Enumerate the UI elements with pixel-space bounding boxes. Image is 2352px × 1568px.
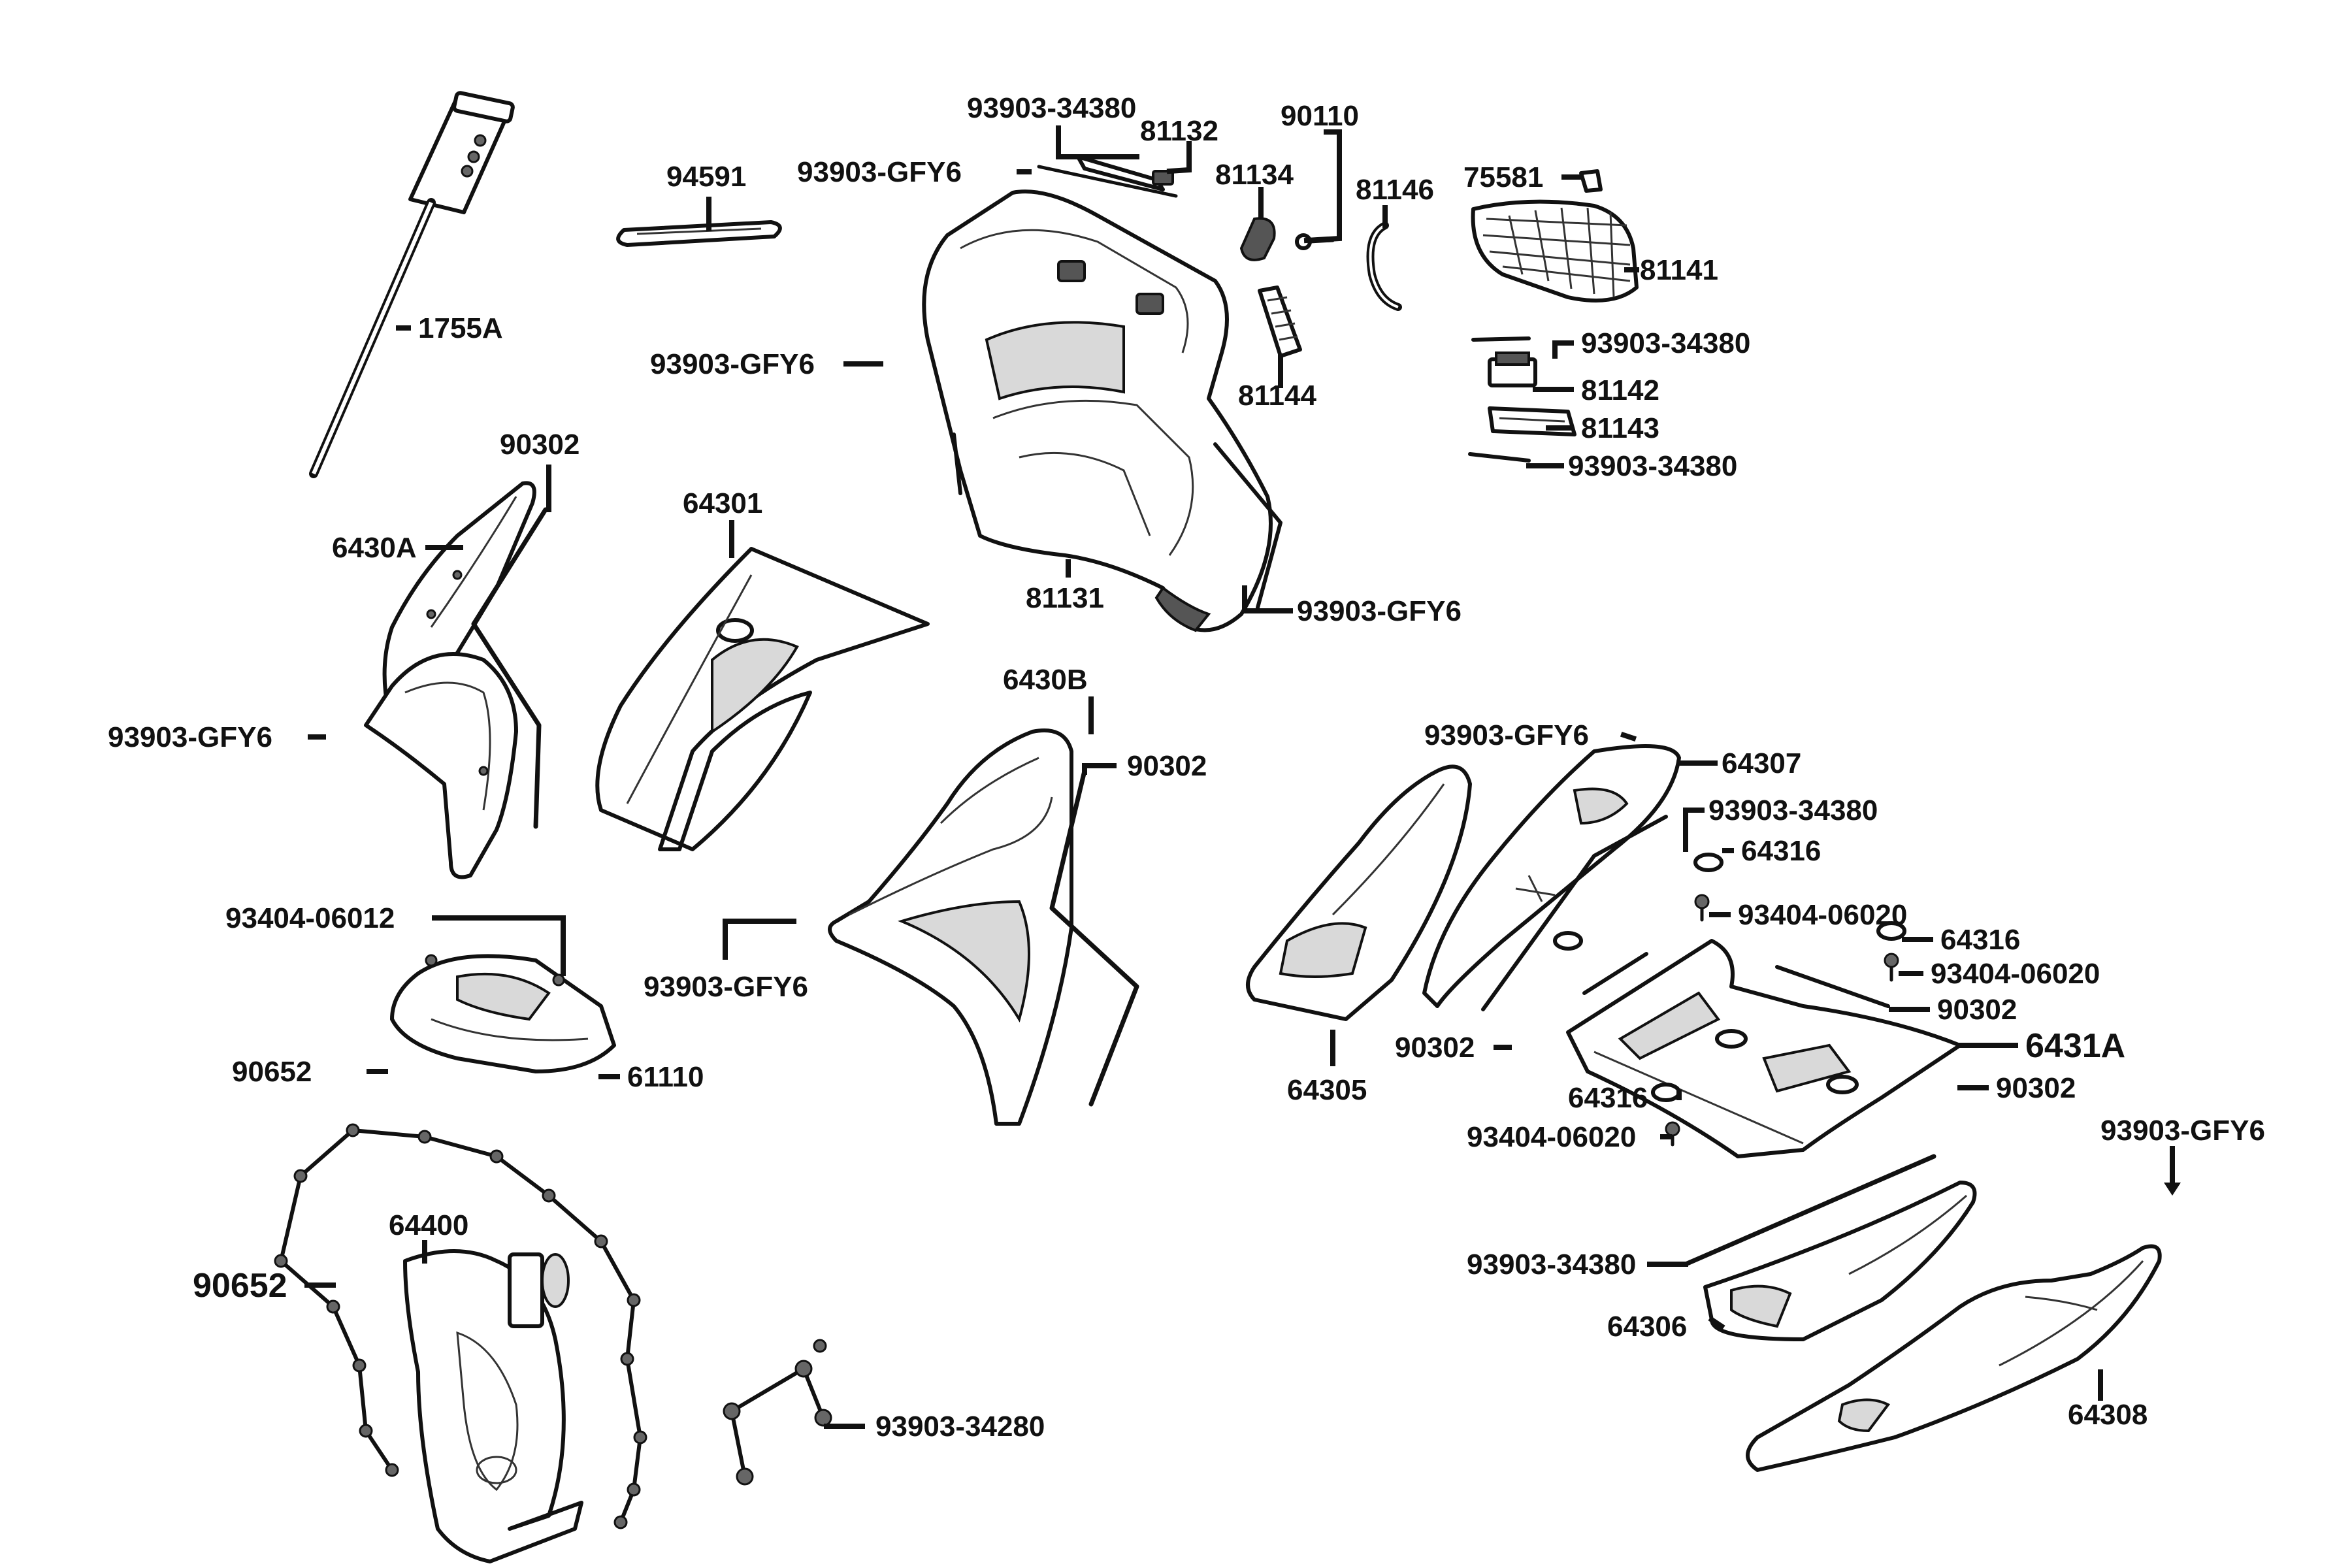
label-64306: 64306 xyxy=(1607,1311,1687,1343)
part-labels: 93903-34380 81132 90110 94591 93903-GFY6… xyxy=(108,92,2265,1443)
label-64316-c: 64316 xyxy=(1568,1082,1648,1114)
label-1755a: 1755A xyxy=(418,312,503,344)
label-81146: 81146 xyxy=(1356,174,1434,206)
label-93903-34380-64306: 93903-34380 xyxy=(1467,1249,1636,1281)
label-90302-a: 90302 xyxy=(500,429,580,461)
part-94591 xyxy=(616,220,782,247)
leader-lines xyxy=(304,125,2175,1429)
part-61110 xyxy=(390,954,616,1073)
label-64301: 64301 xyxy=(683,487,762,519)
part-64306 xyxy=(1703,1181,1977,1341)
label-93903-34280: 93903-34280 xyxy=(875,1411,1045,1443)
label-93903-gfy6-top: 93903-GFY6 xyxy=(797,156,962,188)
label-64400: 64400 xyxy=(389,1209,468,1241)
label-90302-d: 90302 xyxy=(1996,1072,2076,1104)
label-93404-06020-a: 93404-06020 xyxy=(1738,899,1907,931)
arrow-down-icon xyxy=(2164,1147,2181,1196)
label-90302-b: 90302 xyxy=(1127,750,1207,782)
label-94591: 94591 xyxy=(666,161,746,193)
part-81132 xyxy=(1076,155,1174,191)
label-90110: 90110 xyxy=(1281,100,1359,132)
part-93903-34280-screws xyxy=(723,1339,832,1486)
label-90652-a: 90652 xyxy=(232,1056,312,1088)
part-64307 xyxy=(1422,744,1681,1008)
part-strips xyxy=(952,165,1936,1267)
label-81132: 81132 xyxy=(1140,115,1218,147)
part-6430a xyxy=(364,481,536,879)
part-6431a xyxy=(1566,939,1962,1158)
part-90302-strip-a xyxy=(471,507,548,829)
label-93903-gfy6-81131: 93903-GFY6 xyxy=(1297,595,1462,627)
label-81131: 81131 xyxy=(1026,582,1104,614)
label-93404-06012: 93404-06012 xyxy=(225,902,395,934)
part-81146 xyxy=(1366,221,1402,311)
label-6431a: 6431A xyxy=(2025,1027,2125,1065)
label-90652-b: 90652 xyxy=(193,1267,287,1305)
label-93903-34380-64307: 93903-34380 xyxy=(1708,794,1878,826)
label-81141: 81141 xyxy=(1640,254,1718,286)
label-93903-gfy6-64307: 93903-GFY6 xyxy=(1424,719,1589,751)
part-64308 xyxy=(1746,1244,2162,1472)
label-93404-06020-c: 93404-06020 xyxy=(1467,1121,1636,1153)
label-93903-gfy6-6430b: 93903-GFY6 xyxy=(644,971,808,1003)
part-93404-06020-bolts xyxy=(1665,894,1899,1147)
label-61110: 61110 xyxy=(627,1061,704,1093)
label-81134: 81134 xyxy=(1215,159,1294,191)
part-81131 xyxy=(922,189,1273,632)
label-93903-34380-r2: 93903-34380 xyxy=(1568,450,1737,482)
label-64305: 64305 xyxy=(1287,1074,1367,1106)
part-1755a xyxy=(309,91,515,478)
label-93903-gfy6-left: 93903-GFY6 xyxy=(108,721,272,753)
part-64316-spacers xyxy=(1553,853,1906,1102)
label-64316-a: 64316 xyxy=(1741,835,1821,867)
part-64400 xyxy=(403,1249,583,1563)
part-75581 xyxy=(1579,169,1603,193)
label-64308: 64308 xyxy=(2068,1399,2148,1431)
part-6430b xyxy=(828,728,1073,1126)
part-90652-chain xyxy=(274,1123,647,1529)
part-90302-strip-b xyxy=(1049,768,1139,1107)
label-64316-b: 64316 xyxy=(1940,924,2020,956)
label-93903-34380-top: 93903-34380 xyxy=(967,92,1136,124)
label-93903-gfy6-64306: 93903-GFY6 xyxy=(2100,1115,2265,1147)
label-81142: 81142 xyxy=(1581,374,1659,406)
part-81141 xyxy=(1471,199,1639,302)
label-6430b: 6430B xyxy=(1003,664,1088,696)
label-81144: 81144 xyxy=(1238,380,1316,412)
label-90302-c: 90302 xyxy=(1937,994,2017,1026)
label-6430a: 6430A xyxy=(332,532,417,564)
label-93903-gfy6-mid: 93903-GFY6 xyxy=(650,348,815,380)
label-90302-e: 90302 xyxy=(1395,1032,1475,1064)
part-81142 xyxy=(1488,351,1537,387)
label-93903-34380-r1: 93903-34380 xyxy=(1581,327,1750,359)
label-75581: 75581 xyxy=(1463,161,1543,193)
part-64305 xyxy=(1246,764,1472,1021)
label-64307: 64307 xyxy=(1722,747,1801,779)
label-81143: 81143 xyxy=(1581,412,1659,444)
part-81134 xyxy=(1239,217,1276,261)
label-93404-06020-b: 93404-06020 xyxy=(1931,958,2100,990)
part-64301 xyxy=(595,547,930,851)
part-81144 xyxy=(1258,286,1302,358)
